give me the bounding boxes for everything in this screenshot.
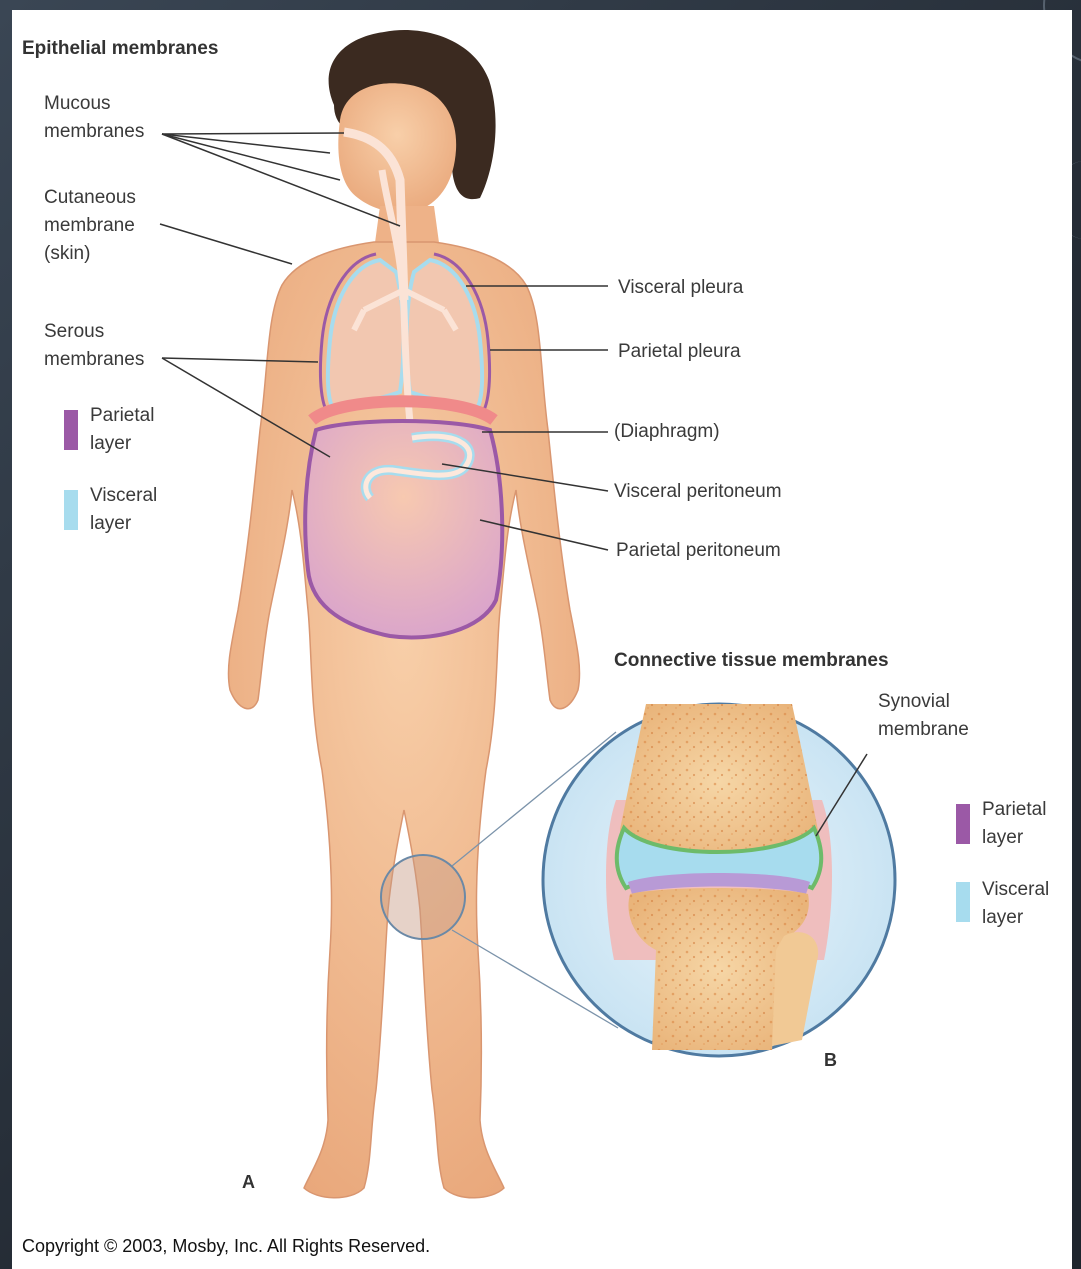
label-serous-membranes: Serous membranes [44,318,144,374]
label-mucous-membranes: Mucous membranes [44,90,144,146]
label-parietal-pleura: Parietal pleura [618,338,741,366]
legend-swatch-parietal-b [956,804,970,844]
legend-label-visceral: Visceral layer [90,482,157,538]
membranes-illustration [12,10,1072,1269]
copyright-notice: Copyright © 2003, Mosby, Inc. All Rights… [22,1232,430,1260]
figure-panel: Epithelial membranes Mucous membranes Cu… [12,10,1072,1269]
label-parietal-peritoneum: Parietal peritoneum [616,537,781,565]
legend-label-parietal: Parietal layer [90,402,154,458]
panel-label-b: B [824,1050,837,1071]
panel-label-a: A [242,1172,255,1193]
label-diaphragm: (Diaphragm) [614,418,720,446]
connective-heading: Connective tissue membranes [614,650,889,672]
label-visceral-pleura: Visceral pleura [618,274,743,302]
label-cutaneous-membrane: Cutaneous membrane (skin) [44,184,136,268]
knee-zoom-marker [381,855,465,939]
label-visceral-peritoneum: Visceral peritoneum [614,478,782,506]
epithelial-heading: Epithelial membranes [22,38,218,60]
legend-label-parietal-b: Parietal layer [982,796,1046,852]
label-synovial-membrane: Synovial membrane [878,688,969,744]
femur-speckle [620,704,818,859]
legend-swatch-visceral [64,490,78,530]
legend-swatch-visceral-b [956,882,970,922]
legend-label-visceral-b: Visceral layer [982,876,1049,932]
legend-swatch-parietal [64,410,78,450]
